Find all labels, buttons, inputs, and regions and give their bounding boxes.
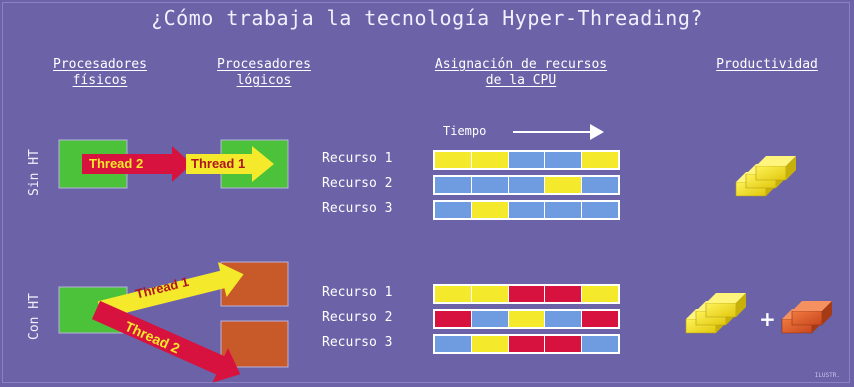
productivity-con-ht-yellow — [685, 293, 746, 334]
thread1-label-sin-ht: Thread 1 — [191, 156, 246, 171]
header-asignacion-line1: Asignación de recursos — [434, 57, 608, 72]
sin-ht-resource-label-2: Recurso 2 — [322, 176, 393, 191]
time-arrow-head — [590, 124, 604, 140]
sin-ht-resource-bar-3 — [433, 200, 620, 220]
productivity-con-ht-red — [781, 301, 832, 334]
thread2-label-sin-ht: Thread 2 — [89, 156, 144, 171]
sin-ht-resource-bar-2-slot-5 — [582, 177, 618, 193]
sin-ht-resource-bar-2-slot-1 — [435, 177, 471, 193]
header-fisicos-line2: físicos — [72, 73, 128, 88]
header-fisicos: Procesadores físicos — [26, 57, 174, 89]
con-ht-resource-bar-2-slot-3 — [508, 311, 545, 327]
sin-ht-resource-bar-1-slot-4 — [545, 152, 582, 168]
con-ht-resource-bar-2-slot-4 — [545, 311, 582, 327]
sin-ht-resource-bar-1-slot-3 — [508, 152, 545, 168]
con-ht-resource-bar-3-slot-3 — [508, 336, 545, 352]
header-productividad-line1: Productividad — [716, 57, 818, 72]
con-ht-resource-bar-2-slot-5 — [582, 311, 618, 327]
header-asignacion: Asignación de recursos de la CPU — [386, 57, 656, 89]
con-ht-resource-bar-2 — [433, 309, 620, 329]
thread2-arrow-con-ht — [91, 300, 241, 383]
sin-ht-resource-bar-3-slot-5 — [582, 202, 618, 218]
sin-ht-resource-bar-2-slot-3 — [508, 177, 545, 193]
sin-ht-resource-bar-1-slot-5 — [582, 152, 618, 168]
sin-ht-resource-bar-1-slot-1 — [435, 152, 471, 168]
credit: ILUSTR. — [814, 372, 840, 379]
con-ht-resource-bar-2-slot-2 — [471, 311, 508, 327]
sin-ht-resource-bar-3-slot-4 — [545, 202, 582, 218]
productivity-sin-ht — [735, 156, 796, 197]
con-ht-resource-label-1: Recurso 1 — [322, 285, 393, 300]
sin-ht-resource-bar-2-slot-2 — [471, 177, 508, 193]
con-ht-resource-bar-2-slot-1 — [435, 311, 471, 327]
con-ht-resource-label-3: Recurso 3 — [322, 335, 393, 350]
sin-ht-resource-bar-1-slot-2 — [471, 152, 508, 168]
header-logicos-line1: Procesadores — [217, 57, 311, 72]
plus-sign: + — [759, 307, 776, 331]
con-ht-resource-bar-3-slot-2 — [471, 336, 508, 352]
thread1-arrow-con-ht — [97, 262, 244, 319]
sin-ht-resource-bar-2-slot-4 — [545, 177, 582, 193]
header-productividad: Productividad — [688, 57, 846, 73]
header-fisicos-line1: Procesadores — [53, 57, 147, 72]
sin-ht-resource-bar-1 — [433, 150, 620, 170]
header-logicos: Procesadores lógicos — [190, 57, 338, 89]
con-ht-resource-bar-1-slot-2 — [471, 286, 508, 302]
con-ht-resource-bar-1 — [433, 284, 620, 304]
sin-ht-resource-bar-2 — [433, 175, 620, 195]
header-logicos-line2: lógicos — [236, 73, 292, 88]
sin-ht-resource-bar-3-slot-2 — [471, 202, 508, 218]
sin-ht-resource-bar-3-slot-3 — [508, 202, 545, 218]
con-ht-resource-bar-1-slot-3 — [508, 286, 545, 302]
con-ht-resource-bar-1-slot-5 — [582, 286, 618, 302]
header-asignacion-line2: de la CPU — [485, 73, 557, 88]
tiempo-label: Tiempo — [443, 124, 487, 138]
thread2-arrow-sin-ht — [82, 146, 192, 182]
thread1-arrow-sin-ht — [186, 146, 274, 182]
sin-ht-resource-bar-3-slot-1 — [435, 202, 471, 218]
con-ht-resource-bar-3 — [433, 334, 620, 354]
con-ht-resource-bar-3-slot-5 — [582, 336, 618, 352]
con-ht-resource-bar-1-slot-4 — [545, 286, 582, 302]
con-ht-resource-label-2: Recurso 2 — [322, 310, 393, 325]
con-ht-resource-bar-3-slot-4 — [545, 336, 582, 352]
sin-ht-resource-label-1: Recurso 1 — [322, 151, 393, 166]
sin-ht-resource-label-3: Recurso 3 — [322, 201, 393, 216]
diagram-title: ¿Cómo trabaja la tecnología Hyper-Thread… — [151, 6, 703, 30]
con-ht-resource-bar-1-slot-1 — [435, 286, 471, 302]
con-ht-resource-bar-3-slot-1 — [435, 336, 471, 352]
